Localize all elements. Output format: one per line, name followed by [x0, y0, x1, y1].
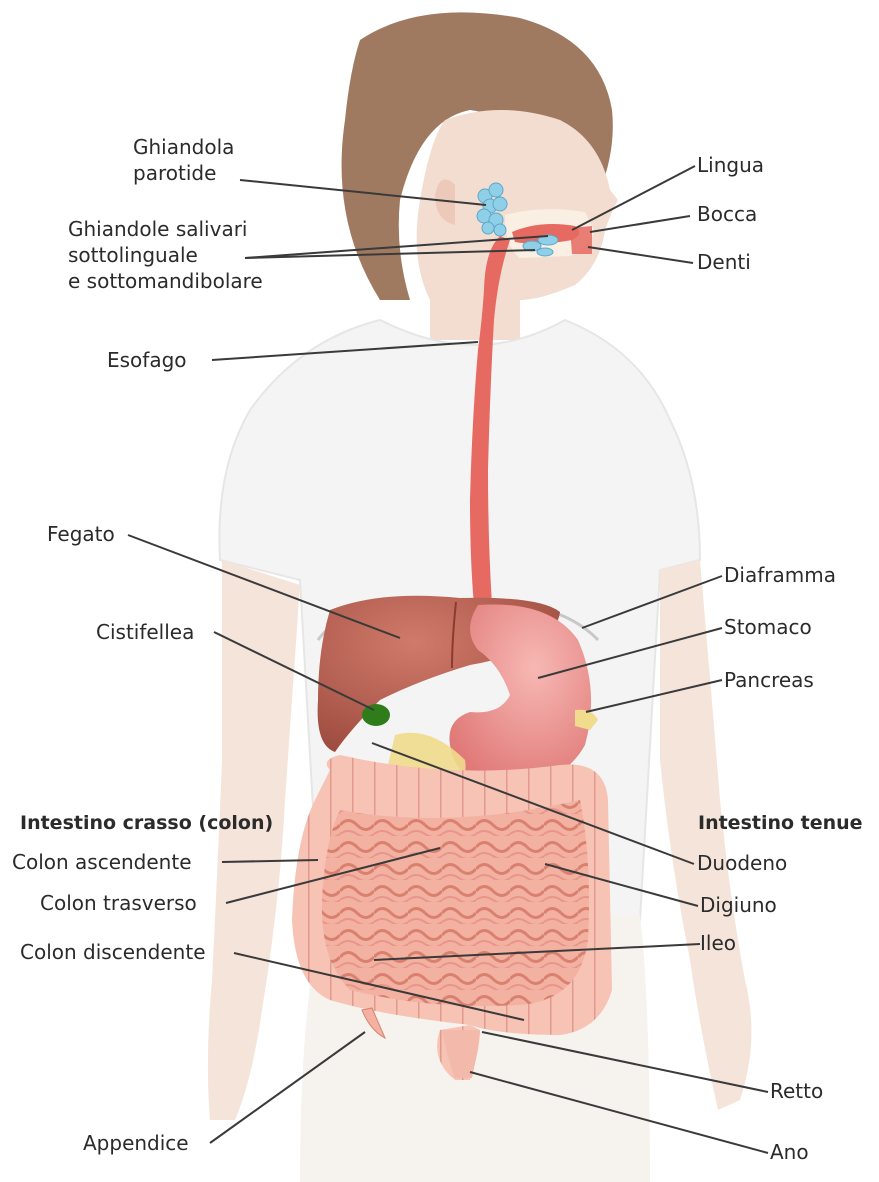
label-parotide-line2: parotide: [133, 160, 234, 186]
label-pancreas: Pancreas: [724, 667, 814, 693]
line-denti: [588, 247, 693, 263]
label-intestino-tenue: Intestino tenue: [698, 810, 863, 836]
label-salivari-line3: e sottomandibolare: [68, 268, 263, 294]
label-stomaco: Stomaco: [724, 614, 812, 640]
label-denti: Denti: [697, 249, 751, 275]
label-ghiandole-salivari: Ghiandole salivari sottolinguale e sotto…: [68, 216, 263, 294]
label-colon-trasverso: Colon trasverso: [40, 890, 197, 916]
label-ghiandola-parotide: Ghiandola parotide: [133, 134, 234, 186]
label-appendice: Appendice: [83, 1130, 189, 1156]
label-digiuno: Digiuno: [700, 892, 777, 918]
label-ileo: Ileo: [700, 930, 736, 956]
label-ghiandola-line1: Ghiandola: [133, 134, 234, 160]
label-lingua: Lingua: [697, 152, 764, 178]
label-fegato: Fegato: [47, 521, 115, 547]
label-cistifellea: Cistifellea: [96, 619, 194, 645]
left-arm: [208, 560, 300, 1120]
label-esofago: Esofago: [107, 347, 187, 373]
small-intestine-shape: [322, 800, 589, 1006]
label-retto: Retto: [770, 1078, 823, 1104]
label-intestino-crasso: Intestino crasso (colon): [20, 810, 273, 836]
label-diaframma: Diaframma: [724, 562, 836, 588]
label-duodeno: Duodeno: [697, 850, 787, 876]
label-colon-discendente: Colon discendente: [20, 939, 206, 965]
label-ano: Ano: [770, 1139, 809, 1165]
label-salivari-line1: Ghiandole salivari: [68, 216, 263, 242]
label-colon-ascendente: Colon ascendente: [12, 849, 192, 875]
label-salivari-line2: sottolinguale: [68, 242, 263, 268]
label-bocca: Bocca: [697, 201, 757, 227]
